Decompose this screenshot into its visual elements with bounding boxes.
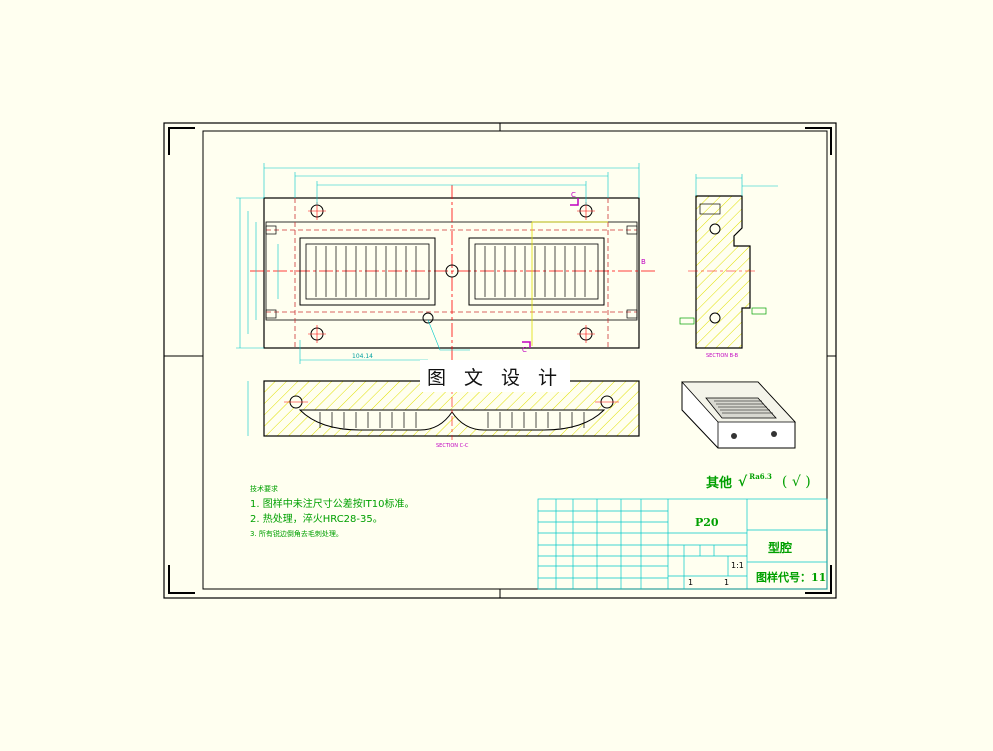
section-label-c-top: C [571, 191, 576, 199]
roughness-icon: √ [738, 473, 748, 490]
watermark: 图 文 设 计 [420, 360, 570, 392]
requirement-item-3: 3. 所有锐边倒角去毛刺处理。 [250, 530, 343, 538]
surface-finish-label: 其他 [706, 476, 733, 491]
title-drawing-code: 图样代号：11 [756, 571, 827, 584]
section-label-c-bottom: C [522, 346, 527, 354]
svg-text:SECTION C-C: SECTION C-C [436, 443, 469, 449]
surface-finish-mark: ( √ ) [781, 473, 811, 490]
requirement-item-2: 2. 热处理，淬火HRC28-35。 [250, 514, 383, 525]
title-material: P20 [695, 516, 719, 529]
technical-requirements: 技术要求 1. 图样中未注尺寸公差按IT10标准。 2. 热处理，淬火HRC28… [250, 484, 415, 542]
surface-finish-value: Ra6.3 [749, 472, 772, 481]
technical-requirements-heading: 技术要求 [250, 485, 278, 493]
title-block [537, 498, 828, 590]
isometric-view [681, 381, 796, 449]
svg-text:SECTION B-B: SECTION B-B [706, 353, 739, 359]
title-scale: 1:1 [731, 561, 744, 570]
surface-finish: 其他 √ Ra6.3 ( √ ) [706, 472, 811, 491]
title-sheets-total: 1 [688, 578, 694, 587]
title-sheet-no: 1 [724, 578, 730, 587]
section-label-b: B [641, 258, 646, 266]
requirement-item-1: 1. 图样中未注尺寸公差按IT10标准。 [250, 499, 415, 510]
inner-border [202, 130, 828, 590]
dim-label-bottom: 104.14 [352, 353, 373, 360]
top-view: 104.14 C C B [236, 163, 655, 364]
side-section-view: SECTION B-B [679, 174, 778, 359]
title-part-name: 型腔 [768, 541, 793, 555]
